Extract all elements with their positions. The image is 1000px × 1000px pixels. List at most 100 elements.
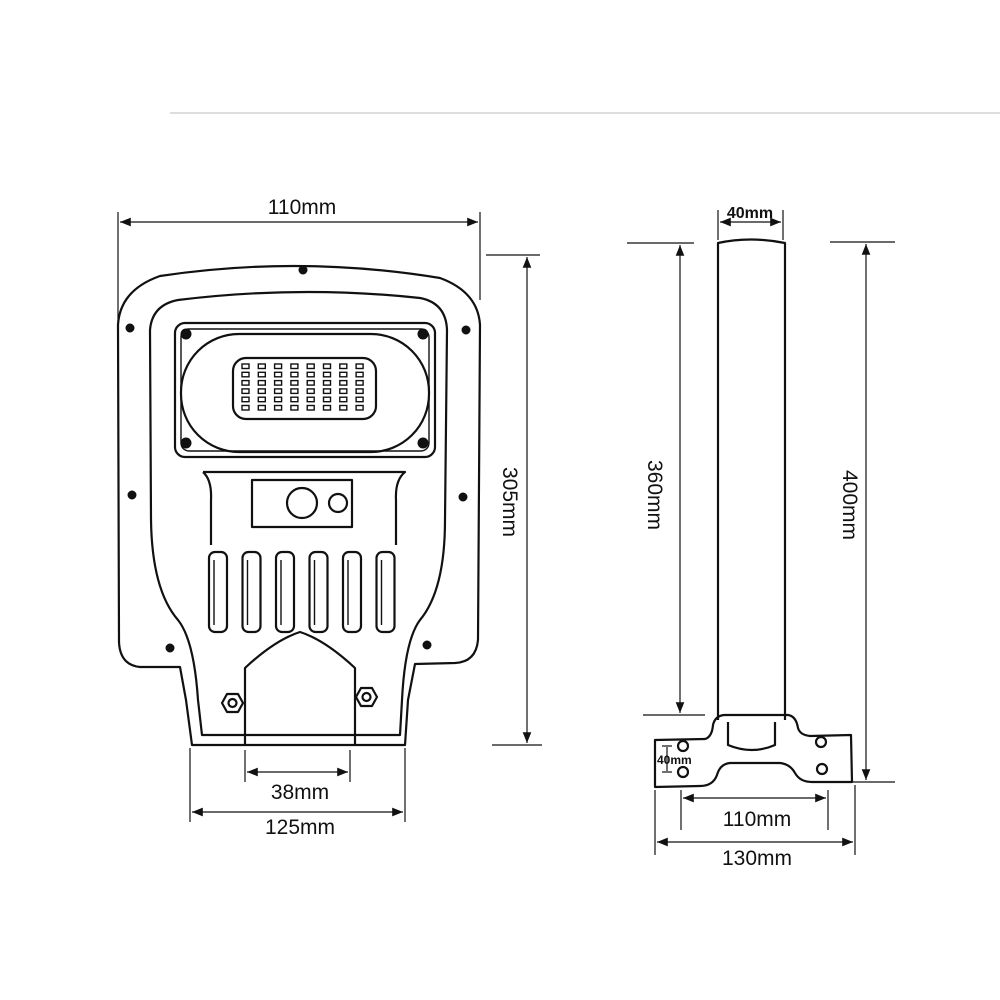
- led-chip: [339, 363, 348, 370]
- led-chip: [306, 379, 315, 386]
- pole: [716, 238, 787, 720]
- led-chip: [273, 371, 283, 378]
- panel-screws: [180, 328, 429, 449]
- led-chip: [290, 396, 299, 403]
- dim-label-total-height: 400mm: [838, 470, 861, 540]
- led-chip: [322, 379, 332, 386]
- dim-label-hole-distance: 110mm: [723, 808, 791, 831]
- led-chip: [241, 396, 250, 403]
- pole-bottom-curve: [726, 722, 777, 752]
- led-chip: [273, 379, 283, 386]
- led-chip: [306, 388, 315, 395]
- led-chip: [241, 371, 250, 378]
- led-chip: [257, 396, 266, 403]
- mounting-hole: [814, 735, 828, 749]
- led-chip: [241, 379, 250, 386]
- led-chip: [339, 396, 348, 403]
- led-chip: [306, 371, 315, 378]
- dim-label-height: 305mm: [498, 467, 521, 537]
- led-chip: [290, 363, 299, 370]
- led-chip: [306, 396, 315, 403]
- led-chip: [257, 379, 266, 386]
- dim-label-hole-spacing: 40mm: [657, 753, 692, 767]
- nut-left: [220, 692, 245, 714]
- screw-icon: [125, 323, 135, 333]
- nut-hole: [361, 691, 372, 703]
- led-chip: [355, 363, 364, 370]
- led-chip: [241, 363, 250, 370]
- cooling-slot: [207, 550, 229, 634]
- led-chip: [257, 371, 266, 378]
- housing-screws: [125, 265, 471, 653]
- screw-icon: [298, 265, 308, 275]
- led-chip: [355, 396, 364, 403]
- led-chip: [322, 363, 332, 370]
- led-chip: [273, 363, 283, 370]
- led-chip: [290, 371, 299, 378]
- led-chip: [306, 404, 315, 411]
- mounting-hole: [815, 762, 829, 776]
- nut-hole: [227, 697, 238, 709]
- led-chip-pad: [231, 356, 378, 421]
- led-chip: [355, 388, 364, 395]
- led-chip: [322, 388, 332, 395]
- lamp-body-panel: [202, 470, 407, 545]
- led-chip: [241, 388, 250, 395]
- led-chip: [257, 363, 266, 370]
- led-chip: [339, 379, 348, 386]
- led-chip: [355, 404, 364, 411]
- led-chip: [339, 388, 348, 395]
- led-chip: [306, 363, 315, 370]
- led-grid: [241, 363, 364, 411]
- led-chip: [273, 404, 283, 411]
- led-chip: [257, 388, 266, 395]
- lamp-inner-rim: [148, 290, 449, 737]
- cooling-slot: [375, 550, 396, 634]
- led-panel-inner-frame: [180, 328, 430, 452]
- led-lens: [179, 332, 431, 454]
- screw-icon: [458, 492, 468, 502]
- cooling-slot: [274, 550, 296, 634]
- mounting-hole: [676, 765, 690, 779]
- mounting-bracket: [653, 238, 854, 789]
- led-chip: [241, 404, 250, 411]
- led-chip: [290, 404, 299, 411]
- lamp-outer-housing: [116, 264, 482, 747]
- screw-icon: [422, 640, 432, 650]
- nut-right: [354, 686, 379, 708]
- bracket-dimensions: 40mm 360mm 400mm 40mm 110mm 130mm: [627, 205, 895, 870]
- screw-icon: [180, 437, 192, 449]
- led-chip: [322, 371, 332, 378]
- dim-label-pole-diameter: 40mm: [727, 205, 773, 222]
- led-chip: [322, 396, 332, 403]
- screw-icon: [127, 490, 137, 500]
- hex-nut-icon: [354, 686, 379, 708]
- led-chip: [322, 404, 332, 411]
- dim-label-bottom-width: 125mm: [265, 816, 335, 839]
- lamp-dimensions: 110mm 305mm 38mm 125mm: [117, 196, 542, 839]
- led-panel-frame: [173, 321, 437, 459]
- screw-icon: [165, 643, 175, 653]
- screw-icon: [180, 328, 192, 340]
- led-chip: [273, 396, 283, 403]
- dim-label-bottom-inner: 38mm: [271, 781, 329, 804]
- led-chip: [257, 404, 266, 411]
- sensor-lens-icon: [285, 486, 319, 520]
- cooling-slot: [308, 550, 329, 634]
- led-chip: [339, 371, 348, 378]
- led-chip: [273, 388, 283, 395]
- led-chip: [355, 379, 364, 386]
- battery-cover: [243, 630, 357, 745]
- dim-label-pole-height: 360mm: [643, 460, 666, 530]
- cooling-slots: [207, 550, 396, 634]
- screw-icon: [461, 325, 471, 335]
- hex-nut-icon: [220, 692, 245, 714]
- led-chip: [290, 388, 299, 395]
- dim-label-base-width: 130mm: [722, 847, 792, 870]
- led-chip: [290, 379, 299, 386]
- cooling-slot: [241, 550, 262, 634]
- led-chip: [355, 371, 364, 378]
- indicator-light-icon: [327, 492, 349, 514]
- mounting-hole: [676, 739, 690, 753]
